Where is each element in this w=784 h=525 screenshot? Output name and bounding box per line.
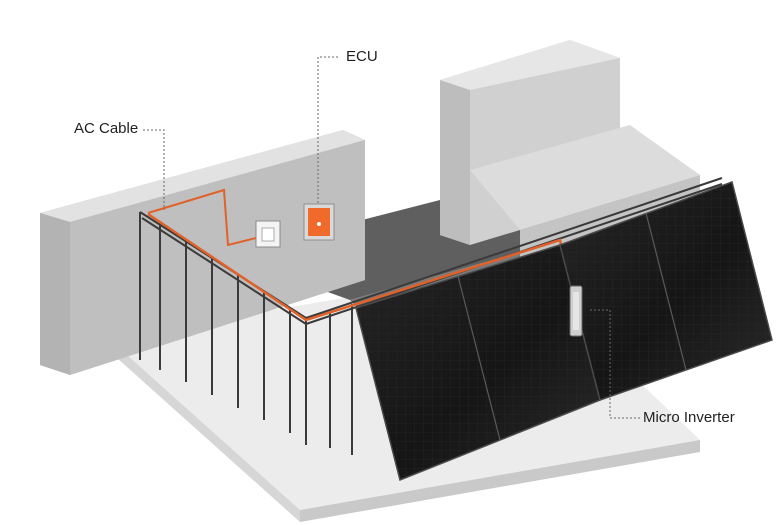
leader-lines — [143, 56, 640, 419]
solar-panel-left — [355, 244, 601, 482]
micro-inverter — [569, 285, 583, 337]
ac-cable-label: AC Cable — [74, 120, 139, 137]
ac-cable-wall — [147, 188, 257, 247]
wall-socket — [255, 220, 281, 248]
ecu-label: ECU — [346, 48, 378, 65]
solar-panel-right — [559, 181, 773, 401]
micro-inverter-label: Micro Inverter — [643, 409, 735, 426]
ecu-box — [303, 203, 335, 241]
